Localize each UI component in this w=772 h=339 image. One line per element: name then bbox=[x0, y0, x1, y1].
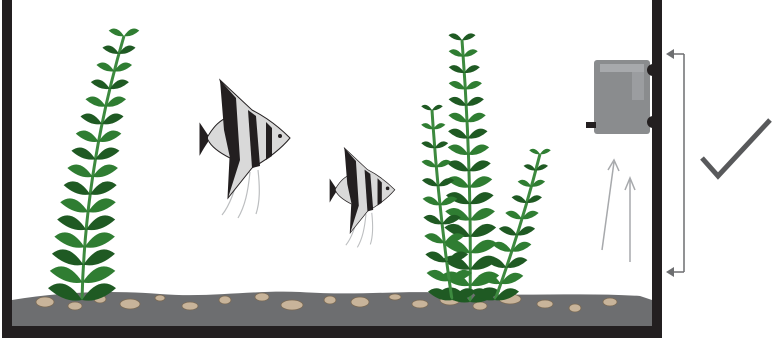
plant-stem bbox=[48, 29, 139, 301]
pebble bbox=[324, 296, 336, 304]
pebble bbox=[473, 302, 487, 310]
plant-leaf bbox=[67, 164, 92, 177]
plant-leaf bbox=[470, 208, 495, 221]
plant-leaf bbox=[421, 141, 434, 148]
plant-leaf bbox=[540, 149, 551, 154]
plant-leaf bbox=[85, 96, 105, 106]
plant-leaf bbox=[468, 129, 488, 139]
plant-leaf bbox=[425, 252, 446, 263]
plant-leaf bbox=[71, 147, 95, 159]
plant-leaf bbox=[440, 196, 457, 205]
plant-leaf bbox=[91, 79, 110, 89]
plant-leaf bbox=[83, 249, 115, 265]
plant-leaf bbox=[96, 62, 114, 71]
plant-leaf bbox=[83, 266, 116, 283]
plant-leaf bbox=[442, 215, 461, 224]
plant-leaf bbox=[424, 233, 444, 243]
plant-leaf bbox=[60, 198, 88, 212]
plant-leaf bbox=[449, 65, 465, 73]
plant-leaf bbox=[449, 81, 466, 89]
checkmark-icon bbox=[702, 120, 770, 176]
plant-leaf bbox=[422, 160, 437, 167]
plant-leaf bbox=[448, 129, 468, 139]
plant-leaf bbox=[423, 215, 442, 224]
plant-leaf bbox=[423, 196, 440, 205]
plant-leaf bbox=[492, 242, 512, 252]
plant-leaf bbox=[462, 33, 476, 40]
pebble bbox=[281, 300, 303, 310]
plant-leaf bbox=[85, 232, 115, 247]
height-marker bbox=[666, 49, 684, 277]
plant-stem bbox=[471, 149, 551, 301]
plant-leaf bbox=[76, 130, 99, 142]
pebble bbox=[255, 293, 269, 301]
plant-leaf bbox=[436, 160, 451, 167]
plant-leaf bbox=[518, 180, 532, 187]
plant-leaf bbox=[470, 240, 497, 254]
plant-leaf bbox=[54, 232, 84, 247]
plant-leaf bbox=[444, 233, 464, 243]
plant-leaf bbox=[448, 144, 469, 155]
pebble bbox=[603, 298, 617, 306]
plant-leaf bbox=[433, 123, 445, 129]
plant-leaf bbox=[529, 149, 540, 154]
plant-leaf bbox=[449, 33, 463, 40]
plant-leaf bbox=[102, 46, 119, 54]
hang-on-filter bbox=[586, 60, 659, 134]
plant-leaf bbox=[90, 181, 117, 194]
plant-leaf bbox=[470, 224, 496, 237]
plant-leaf bbox=[466, 97, 484, 106]
plant-leaf bbox=[448, 113, 467, 122]
water-flow-arrows bbox=[602, 160, 635, 262]
plant-leaf bbox=[468, 144, 489, 155]
plant-leaf bbox=[95, 147, 119, 159]
plant-leaf bbox=[464, 65, 480, 73]
pebble bbox=[389, 294, 401, 300]
plant-leaf bbox=[512, 195, 527, 203]
pebble bbox=[351, 297, 369, 307]
plant-leaf bbox=[469, 160, 491, 171]
plant-leaf bbox=[438, 178, 454, 186]
plant-leaf bbox=[467, 113, 486, 122]
plant-leaf bbox=[52, 249, 84, 265]
plant-leaf bbox=[449, 97, 467, 106]
plant-leaf bbox=[470, 192, 494, 204]
pebble bbox=[182, 302, 198, 310]
plant-leaf bbox=[421, 105, 432, 110]
angelfish-large bbox=[200, 80, 290, 218]
pebble bbox=[569, 304, 581, 312]
pebble bbox=[412, 300, 428, 308]
plant-leaf bbox=[99, 130, 122, 142]
plant-leaf bbox=[64, 181, 91, 194]
plant-leaf bbox=[435, 141, 448, 148]
left-plant bbox=[48, 29, 139, 301]
pebble bbox=[155, 295, 165, 301]
plant-leaf bbox=[93, 164, 118, 177]
pebble bbox=[120, 299, 140, 309]
angelfish-small bbox=[330, 148, 395, 247]
right-plant-group bbox=[421, 33, 551, 302]
plant-leaf bbox=[422, 178, 438, 186]
pebble bbox=[36, 297, 54, 307]
plant-leaf bbox=[499, 226, 517, 235]
plant-leaf bbox=[463, 49, 478, 56]
plant-leaf bbox=[432, 105, 443, 110]
plant-leaf bbox=[505, 211, 522, 219]
pebble bbox=[219, 296, 231, 304]
plant-leaf bbox=[50, 266, 83, 283]
plant-leaf bbox=[524, 164, 536, 170]
plant-leaf bbox=[88, 198, 116, 212]
pebble bbox=[68, 302, 82, 310]
plant-leaf bbox=[124, 29, 139, 37]
plant-leaf bbox=[57, 215, 86, 230]
plant-leaf bbox=[465, 81, 482, 89]
plant-leaf bbox=[469, 176, 492, 188]
plant-leaf bbox=[109, 29, 124, 37]
plant-leaf bbox=[449, 49, 464, 56]
pebble bbox=[537, 300, 553, 308]
plant-leaf bbox=[86, 215, 115, 230]
plant-leaf bbox=[80, 113, 102, 124]
